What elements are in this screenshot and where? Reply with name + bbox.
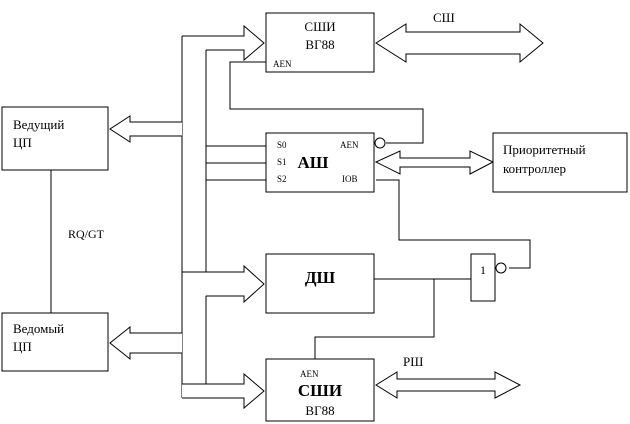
system-bus-label: СШ xyxy=(433,10,455,25)
inverter-bubble xyxy=(495,262,507,274)
bus-arbiter-title: АШ xyxy=(298,153,329,172)
bus-former-top-block xyxy=(265,12,375,73)
slave-cpu-line2: ЦП xyxy=(13,339,32,354)
master-cpu-line1: Ведущий xyxy=(13,117,64,132)
aen-feedback-line xyxy=(229,61,424,144)
bus-to-master-cpu-arrow xyxy=(109,115,182,143)
bus-to-decoder-arrow xyxy=(182,264,265,304)
bus-former-top-line1: СШИ xyxy=(304,19,335,34)
decoder-title: ДШ xyxy=(305,268,336,287)
bus-arbiter-aen-inversion-bubble xyxy=(374,137,386,149)
bus-former-bottom-line2: ВГ88 xyxy=(305,403,334,418)
bus-arbiter-s1-pin: S1 xyxy=(277,157,287,167)
master-cpu-line2: ЦП xyxy=(13,135,32,150)
bus-former-bottom-line1: СШИ xyxy=(298,381,342,400)
bus-arbiter-s0-pin: S0 xyxy=(277,140,287,150)
bus-arbiter-s2-pin: S2 xyxy=(277,174,287,184)
bus-former-bottom-aen-pin: AEN xyxy=(300,369,319,379)
status-bus xyxy=(181,36,207,398)
rq-gt-label: RQ/GT xyxy=(68,227,105,241)
inverter-block xyxy=(470,253,496,302)
status-lines xyxy=(206,145,266,181)
local-bus-label: РШ xyxy=(403,354,423,369)
bus-to-top-former-arrow xyxy=(182,24,265,62)
local-bus-arrow xyxy=(375,371,522,399)
master-cpu-block xyxy=(1,106,109,171)
bus-former-bottom-block xyxy=(265,358,375,422)
priority-controller-line2: контроллер xyxy=(503,161,566,176)
slave-cpu-line1: Ведомый xyxy=(13,321,64,336)
bus-former-top-aen-pin: AEN xyxy=(273,59,292,69)
bus-arbiter-aen-pin: AEN xyxy=(340,140,359,150)
decoder-block xyxy=(265,253,375,314)
decoder-aen-branch-line xyxy=(314,279,435,359)
priority-controller-line1: Приоритетный xyxy=(503,142,586,157)
inverter-label: 1 xyxy=(480,263,486,277)
bus-former-top-line2: ВГ88 xyxy=(305,37,334,52)
iob-to-inverter-line xyxy=(376,179,531,269)
bus-to-bottom-former-arrow xyxy=(182,372,265,410)
bus-arbiter-iob-pin: IOB xyxy=(342,174,358,184)
arbiter-priority-arrow xyxy=(374,150,495,175)
system-bus-arrow xyxy=(375,22,544,64)
slave-cpu-block xyxy=(1,312,109,372)
bus-arbiter-block xyxy=(265,132,375,193)
bus-to-slave-cpu-arrow xyxy=(109,325,182,361)
priority-controller-block xyxy=(492,132,628,193)
